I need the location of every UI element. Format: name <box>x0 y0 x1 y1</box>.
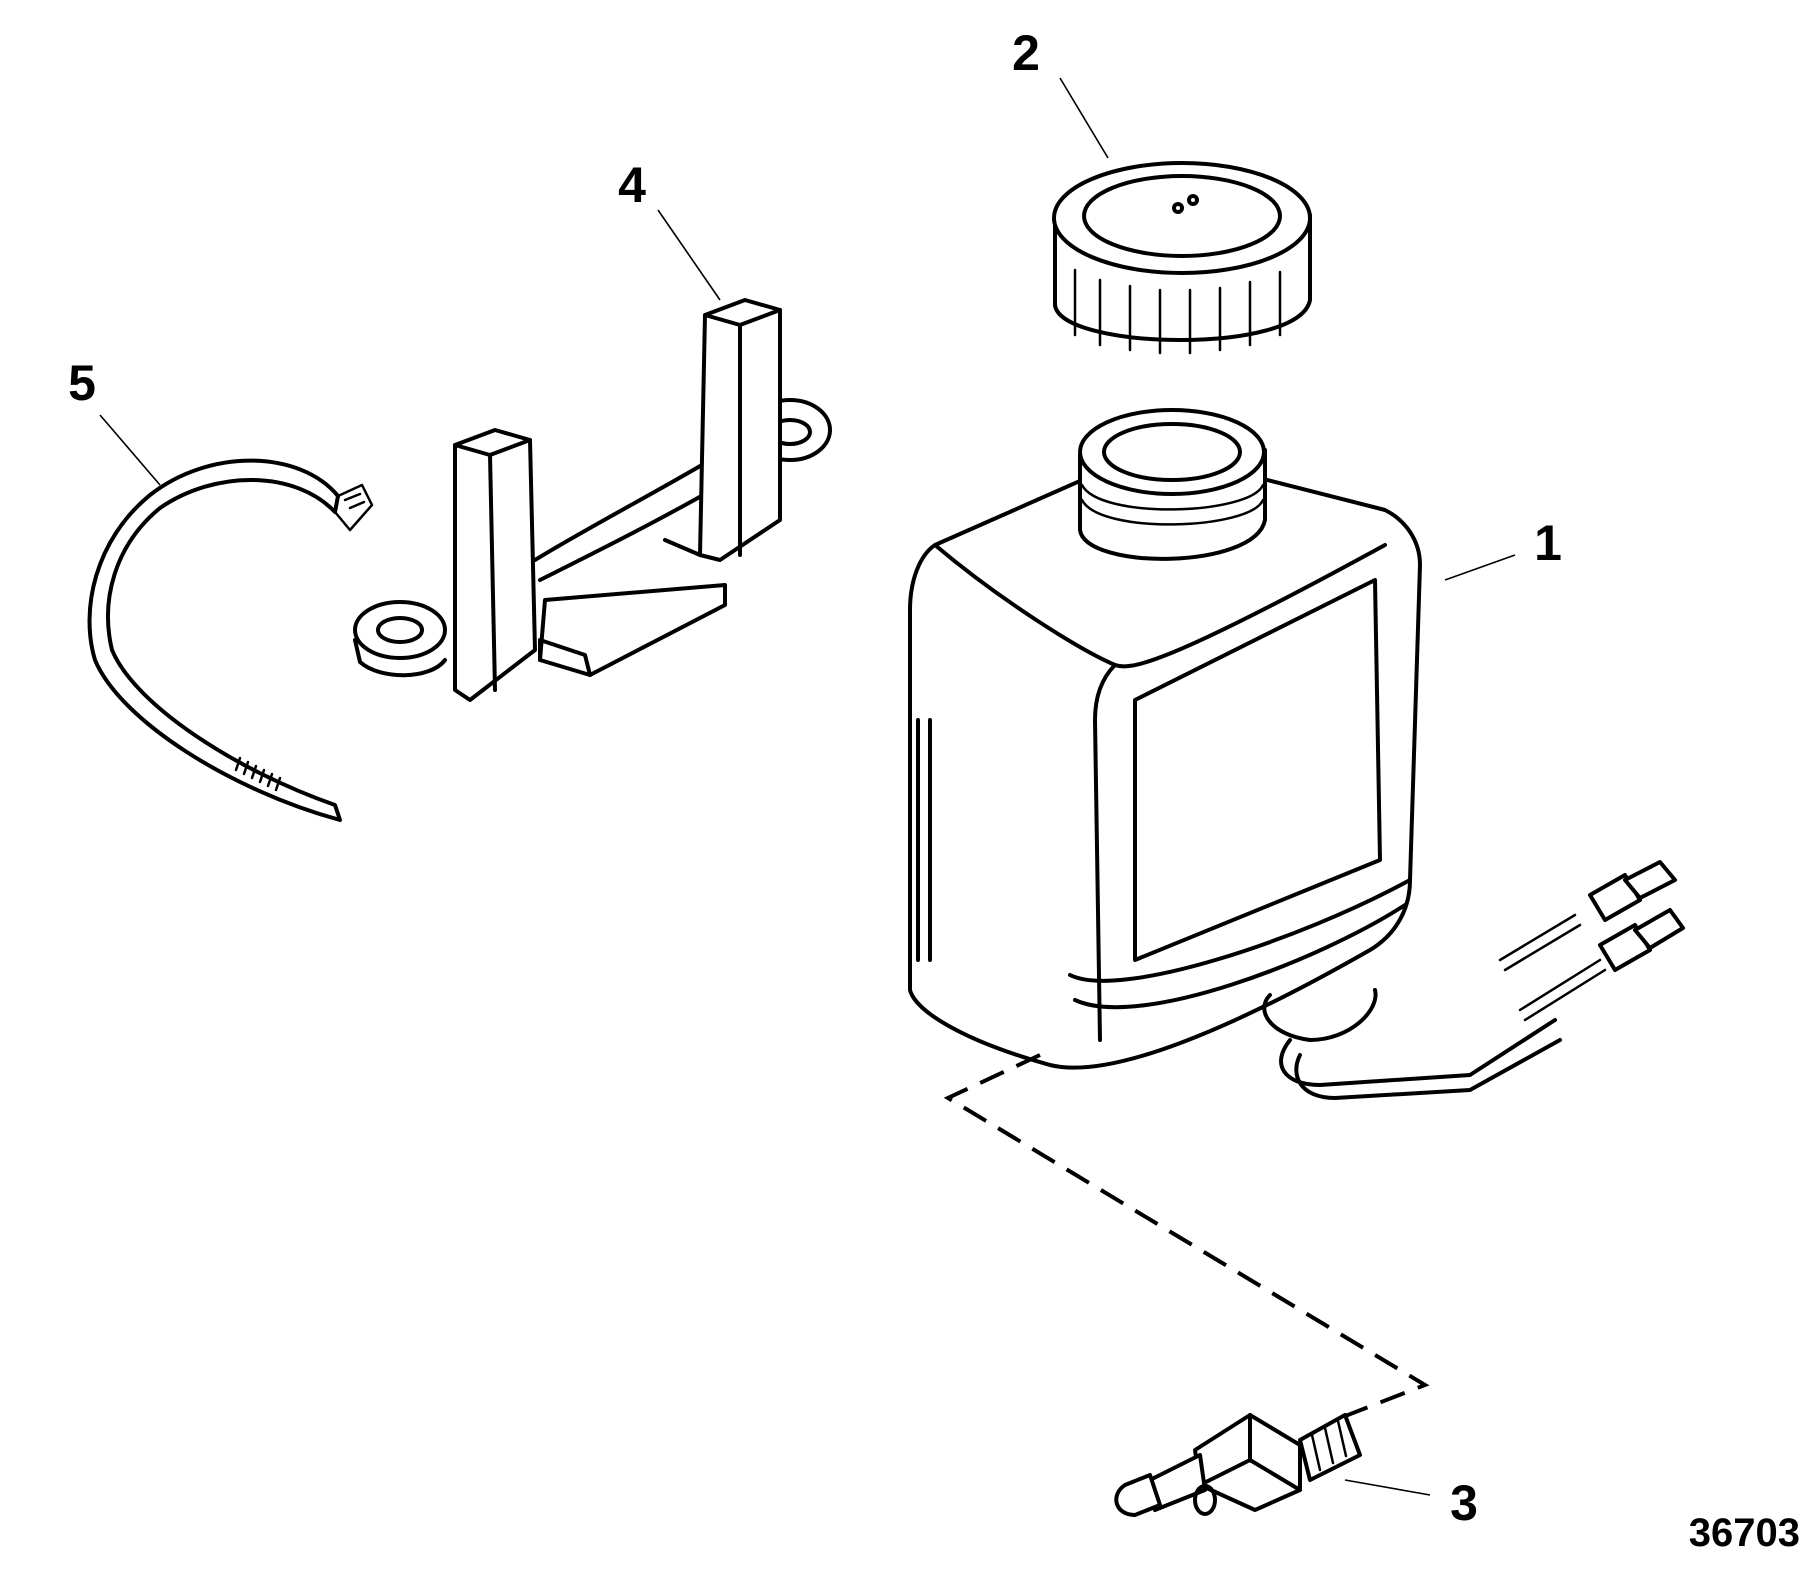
callout-4: 4 <box>618 157 646 213</box>
leader-line-1 <box>1444 554 1516 581</box>
callout-2: 2 <box>1012 25 1040 81</box>
drawing-number: 36703 <box>1689 1511 1800 1555</box>
leader-lines <box>99 77 1516 1496</box>
leader-line-3 <box>1344 1479 1431 1496</box>
reservoir <box>908 408 1685 1100</box>
installation-path-dashed <box>943 1053 1430 1422</box>
bracket <box>353 298 832 702</box>
leader-line-5 <box>99 414 161 486</box>
cable-tie-serrations <box>234 756 282 792</box>
cap <box>1052 161 1312 355</box>
fitting <box>1114 1413 1362 1517</box>
cap-knurling <box>1073 268 1282 355</box>
callout-1: 1 <box>1534 515 1562 571</box>
leader-line-4 <box>657 209 721 301</box>
leader-line-2 <box>1059 77 1109 159</box>
callout-3: 3 <box>1450 1475 1478 1531</box>
cable-tie <box>87 458 374 822</box>
callout-5: 5 <box>68 355 96 411</box>
